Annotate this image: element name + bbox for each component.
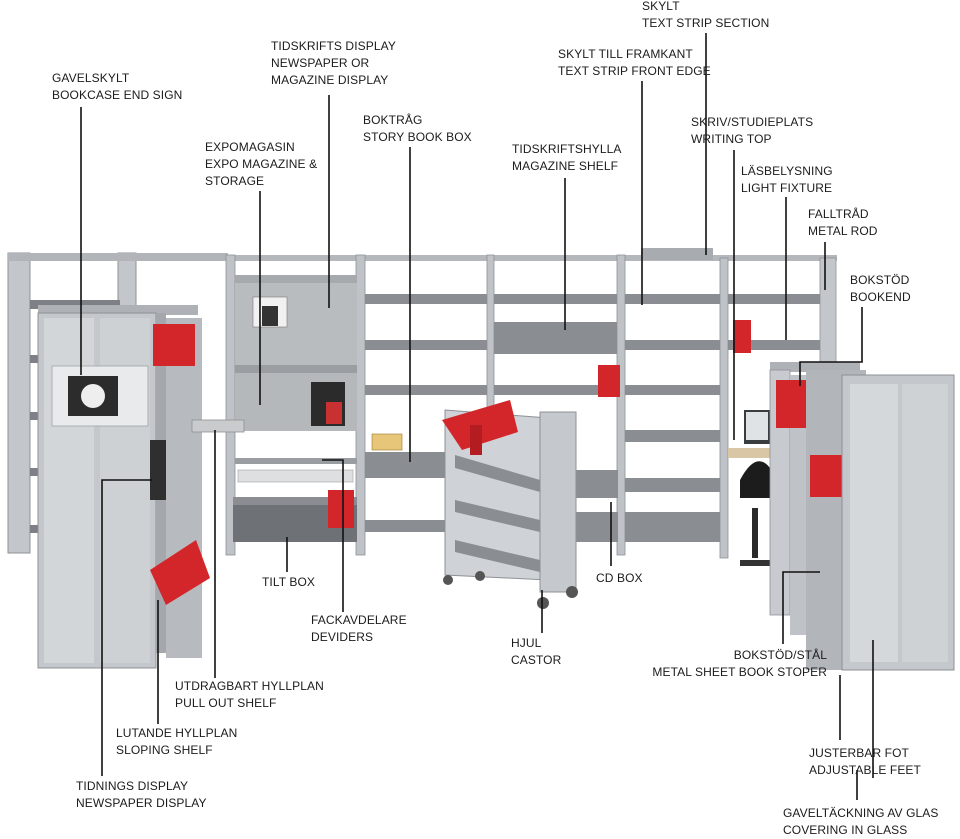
label-bokstod: BOKSTÖD BOOKEND [850, 272, 911, 306]
label-skylt-framkant: SKYLT TILL FRAMKANT TEXT STRIP FRONT EDG… [558, 46, 711, 80]
label-fackavdelare: FACKAVDELARE DEVIDERS [311, 612, 407, 646]
label-tidskrifts-display-en: NEWSPAPER OR [271, 56, 370, 70]
back-wall-shelving [225, 248, 837, 566]
label-hjul-sv: HJUL [511, 636, 542, 650]
left-back-bookcase [7, 252, 228, 554]
label-falltrad-sv: FALLTRÅD [808, 207, 869, 221]
label-tidnings-en: NEWSPAPER DISPLAY [76, 796, 207, 810]
label-boktrag-sv: BOKTRÅG [363, 113, 423, 127]
label-expomagasin-en: EXPO MAGAZINE & [205, 157, 318, 171]
label-tidskriftshylla: TIDSKRIFTSHYLLA MAGAZINE SHELF [512, 141, 622, 175]
label-expomagasin-en2: STORAGE [205, 174, 265, 188]
label-cd-box: CD BOX [596, 570, 643, 587]
leader-lines [80, 33, 874, 800]
label-boktrag: BOKTRÅG STORY BOOK BOX [363, 112, 472, 146]
label-lutande-en: SLOPING SHELF [116, 743, 213, 757]
label-fackavdelare-sv: FACKAVDELARE [311, 613, 407, 627]
label-gaveltackning: GAVELTÄCKNING AV GLAS COVERING IN GLASS [783, 805, 938, 839]
label-skylt-framkant-en: TEXT STRIP FRONT EDGE [558, 64, 711, 78]
label-gavelskylt: GAVELSKYLT BOOKCASE END SIGN [52, 70, 182, 104]
label-skriv-en: WRITING TOP [691, 132, 772, 146]
label-hjul: HJUL CASTOR [511, 635, 561, 669]
label-gavelskylt-en: BOOKCASE END SIGN [52, 88, 183, 102]
label-skylt-sv: SKYLT [642, 0, 680, 13]
label-expomagasin: EXPOMAGASIN EXPO MAGAZINE & STORAGE [205, 139, 317, 190]
label-gaveltackning-en: COVERING IN GLASS [783, 823, 908, 837]
label-bokstod-sv: BOKSTÖD [850, 273, 910, 287]
label-tidskriftshylla-en: MAGAZINE SHELF [512, 159, 619, 173]
label-utdragbart: UTDRAGBART HYLLPLAN PULL OUT SHELF [175, 678, 324, 712]
label-tidskrifts-display-sv: TIDSKRIFTS DISPLAY [271, 39, 396, 53]
label-justerbar-sv: JUSTERBAR FOT [809, 746, 909, 760]
label-tilt-box-en: TILT BOX [262, 575, 316, 589]
label-tidskrifts-display: TIDSKRIFTS DISPLAY NEWSPAPER OR MAGAZINE… [271, 38, 396, 89]
label-falltrad-en: METAL ROD [808, 224, 878, 238]
label-justerbar-en: ADJUSTABLE FEET [809, 763, 921, 777]
label-skriv-sv: SKRIV/STUDIEPLATS [691, 115, 814, 129]
label-tidnings-sv: TIDNINGS DISPLAY [76, 779, 189, 793]
label-boktrag-en: STORY BOOK BOX [363, 130, 472, 144]
label-bokstod-stal: BOKSTÖD/STÅL METAL SHEET BOOK STOPER [640, 647, 827, 681]
label-bokstod-stal-sv: BOKSTÖD/STÅL [733, 648, 827, 662]
label-gaveltackning-sv: GAVELTÄCKNING AV GLAS [783, 806, 939, 820]
label-tidskrifts-display-en2: MAGAZINE DISPLAY [271, 73, 389, 87]
label-lutande-sv: LUTANDE HYLLPLAN [116, 726, 238, 740]
label-tidskriftshylla-sv: TIDSKRIFTSHYLLA [512, 142, 622, 156]
label-lutande: LUTANDE HYLLPLAN SLOPING SHELF [116, 725, 237, 759]
label-tidnings: TIDNINGS DISPLAY NEWSPAPER DISPLAY [76, 778, 207, 812]
label-lasbelysning: LÄSBELYSNING LIGHT FIXTURE [741, 163, 833, 197]
label-justerbar: JUSTERBAR FOT ADJUSTABLE FEET [809, 745, 921, 779]
label-hjul-en: CASTOR [511, 653, 562, 667]
label-skylt: SKYLT TEXT STRIP SECTION [642, 0, 769, 32]
label-utdragbart-en: PULL OUT SHELF [175, 696, 277, 710]
label-skylt-framkant-sv: SKYLT TILL FRAMKANT [558, 47, 693, 61]
label-tilt-box: TILT BOX [262, 574, 315, 591]
label-fackavdelare-en: DEVIDERS [311, 630, 374, 644]
label-bokstod-en: BOOKEND [850, 290, 911, 304]
label-lasbelysning-sv: LÄSBELYSNING [741, 164, 833, 178]
label-lasbelysning-en: LIGHT FIXTURE [741, 181, 833, 195]
label-bokstod-stal-en: METAL SHEET BOOK STOPER [652, 665, 827, 679]
mobile-book-trolley [442, 400, 578, 609]
right-front-bookcase [769, 362, 955, 671]
label-skylt-en: TEXT STRIP SECTION [642, 16, 770, 30]
label-skriv: SKRIV/STUDIEPLATS WRITING TOP [691, 114, 813, 148]
label-falltrad: FALLTRÅD METAL ROD [808, 206, 878, 240]
label-cd-box-en: CD BOX [596, 571, 643, 585]
label-gavelskylt-sv: GAVELSKYLT [52, 71, 130, 85]
label-utdragbart-sv: UTDRAGBART HYLLPLAN [175, 679, 324, 693]
left-front-bookcase [37, 305, 245, 669]
label-expomagasin-sv: EXPOMAGASIN [205, 140, 295, 154]
